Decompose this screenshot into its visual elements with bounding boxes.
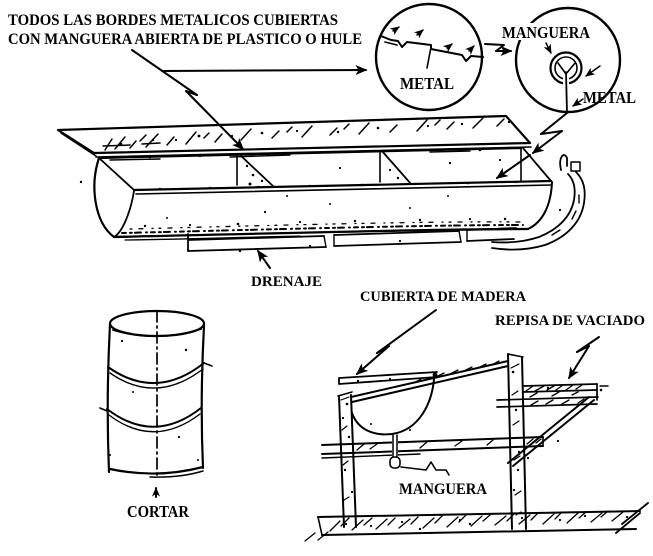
svg-text:CUBIERTA DE MADERA: CUBIERTA DE MADERA	[360, 289, 526, 305]
svg-text:METAL: METAL	[400, 74, 454, 93]
svg-text:MANGUERA: MANGUERA	[502, 23, 591, 42]
svg-text:CORTAR: CORTAR	[127, 502, 190, 521]
svg-text:TODOS LAS BORDES METALICOS CUB: TODOS LAS BORDES METALICOS CUBIERTAS	[8, 12, 338, 29]
svg-text:DRENAJE: DRENAJE	[251, 274, 322, 290]
svg-text:MANGUERA: MANGUERA	[399, 481, 487, 498]
svg-text:CON MANGUERA ABIERTA DE PLASTI: CON MANGUERA ABIERTA DE PLASTICO O HULE	[8, 31, 362, 48]
svg-text:REPISA DE VACIADO: REPISA DE VACIADO	[495, 313, 645, 329]
svg-text:METAL: METAL	[583, 88, 636, 107]
